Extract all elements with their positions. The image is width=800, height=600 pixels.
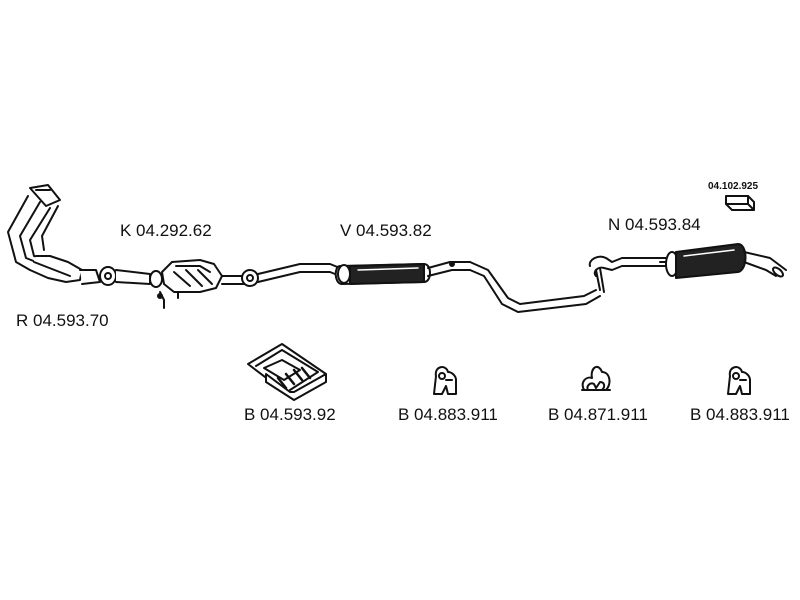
- front-pipe-drawing: [7, 184, 101, 285]
- flange-2: [241, 269, 259, 287]
- hanger-1-drawing: [433, 366, 457, 395]
- catalytic-converter-label: K 04.292.62: [120, 221, 212, 240]
- hanger-1-label: B 04.883.911: [398, 405, 498, 424]
- small-part-label: 04.102.925: [708, 181, 759, 192]
- hanger-2-label: B 04.871.911: [548, 405, 648, 424]
- hanger-3-drawing: [727, 366, 751, 395]
- catalytic-converter-drawing: [157, 259, 223, 309]
- middle-silencer-label: V 04.593.82: [340, 221, 432, 240]
- front-pipe-label: R 04.593.70: [16, 311, 109, 330]
- flange-1: [99, 266, 117, 286]
- middle-silencer-drawing: [334, 263, 431, 285]
- rear-silencer-drawing: [588, 243, 787, 293]
- hanger-3-label: B 04.883.911: [690, 405, 790, 424]
- fitting-kit-label: B 04.593.92: [244, 405, 336, 424]
- fitting-kit-drawing: [247, 343, 327, 401]
- small-part-drawing: [725, 195, 755, 211]
- rear-silencer-label: N 04.593.84: [608, 215, 701, 234]
- hanger-2-drawing: [581, 365, 611, 391]
